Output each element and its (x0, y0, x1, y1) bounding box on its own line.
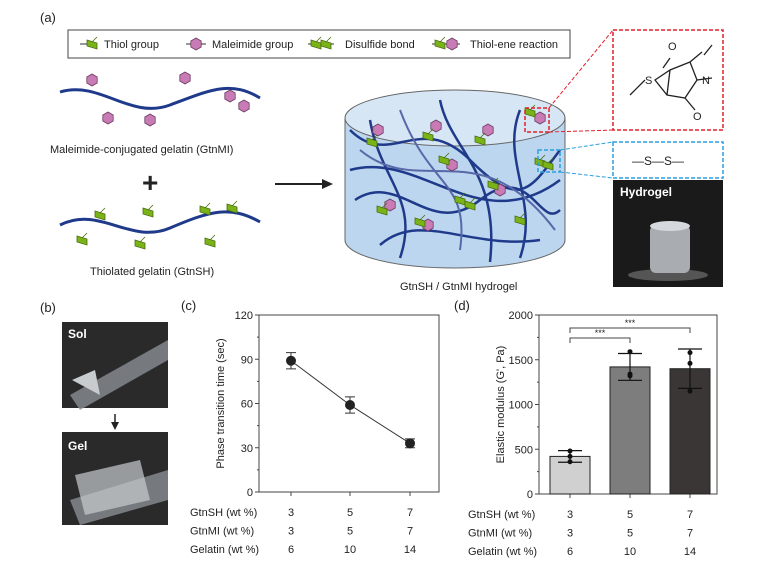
row-value: 5 (347, 526, 353, 538)
panel-label-b: (b) (40, 300, 56, 315)
row-value: 6 (288, 544, 294, 556)
replicate-point (627, 349, 633, 355)
panel-label-a: (a) (40, 10, 56, 25)
row-value: 7 (407, 507, 413, 519)
bar (669, 368, 711, 495)
hydrogel-photo: Hydrogel (613, 180, 723, 287)
significance-bracket (569, 337, 631, 343)
gtnmi-chain (59, 86, 261, 110)
legend-thiol-ene: Thiol-ene reaction (432, 36, 558, 51)
replicate-point (567, 453, 573, 459)
replicate-point (627, 373, 633, 379)
significance-label: *** (625, 318, 636, 328)
row-label: GtnMI (wt %) (468, 528, 532, 540)
y-tick-label: 1000 (509, 400, 533, 412)
row-value: 7 (407, 526, 413, 538)
oxygen-atom: O (693, 111, 702, 123)
disulfide-structure-box (612, 141, 724, 179)
legend-disulfide: Disulfide bond (308, 36, 415, 51)
row-value: 10 (344, 544, 356, 556)
maleimide-icon (190, 37, 202, 51)
row-label: Gelatin (wt %) (468, 546, 537, 558)
significance-label: *** (595, 328, 606, 338)
gtnsh-label: Thiolated gelatin (GtnSH) (90, 266, 214, 278)
data-point (345, 399, 355, 410)
row-value: 3 (567, 528, 573, 540)
data-point (286, 355, 296, 366)
sol-photo: Sol (62, 322, 168, 410)
significance-bracket (569, 327, 691, 333)
replicate-point (567, 448, 573, 454)
legend-maleimide: Maleimide group (186, 37, 293, 51)
row-value: 5 (627, 528, 633, 540)
hydrogel-photo-label: Hydrogel (620, 185, 672, 199)
gel-photo: Gel (62, 432, 168, 525)
plus-sign: + (142, 167, 158, 198)
legend-thiol: Thiol group (80, 36, 159, 51)
panel-label-d: (d) (454, 298, 470, 313)
gtnmi-label: Maleimide-conjugated gelatin (GtnMI) (50, 144, 233, 156)
oxygen-atom: O (668, 41, 677, 53)
y-tick-label: 0 (247, 487, 253, 499)
legend-label: Thiol group (104, 39, 159, 51)
legend-label: Maleimide group (212, 39, 293, 51)
legend-label: Disulfide bond (345, 39, 415, 51)
y-axis-label: Phase transition time (sec) (215, 338, 227, 468)
legend-label: Thiol-ene reaction (470, 39, 558, 51)
disulfide-structure: —S—S— (632, 154, 684, 168)
thioether-highlight (524, 107, 550, 133)
row-value: 5 (347, 507, 353, 519)
disulfide-highlight (537, 149, 561, 173)
row-value: 3 (288, 507, 294, 519)
error-bar (678, 348, 702, 389)
gel-label: Gel (68, 439, 87, 453)
hydrogel-cylinder (344, 89, 566, 269)
replicate-point (687, 388, 693, 394)
replicate-point (687, 350, 693, 356)
gtnsh-chain (59, 210, 261, 234)
thioether-structure-box (612, 29, 724, 131)
arrow-head-icon (322, 179, 333, 189)
y-tick-label: 500 (515, 444, 533, 456)
row-value: 7 (687, 509, 693, 521)
bar (609, 366, 651, 495)
row-value: 3 (288, 526, 294, 538)
row-value: 7 (687, 528, 693, 540)
y-tick-label: 1500 (509, 355, 533, 367)
panel-label-c: (c) (181, 298, 196, 313)
replicate-point (567, 459, 573, 465)
row-value: 14 (404, 544, 416, 556)
y-tick-label: 2000 (509, 310, 533, 322)
row-label: GtnSH (wt %) (468, 509, 535, 521)
row-value: 10 (624, 546, 636, 558)
row-value: 6 (567, 546, 573, 558)
y-tick-label: 0 (527, 489, 533, 501)
replicate-point (687, 360, 693, 366)
row-value: 5 (627, 509, 633, 521)
y-tick-label: 90 (241, 354, 253, 366)
row-label: Gelatin (wt %) (190, 544, 259, 556)
row-label: GtnMI (wt %) (190, 526, 254, 538)
thiol-ene-icon-part (446, 37, 458, 51)
sol-label: Sol (68, 327, 87, 341)
thioether-structure (629, 44, 713, 111)
arrow-head-icon (111, 422, 119, 430)
y-tick-label: 30 (241, 443, 253, 455)
data-point (405, 438, 415, 449)
sulfur-atom: S (645, 75, 652, 87)
hydrogel-label: GtnSH / GtnMI hydrogel (400, 281, 517, 293)
y-tick-label: 120 (235, 310, 253, 322)
row-value: 14 (684, 546, 696, 558)
row-label: GtnSH (wt %) (190, 507, 257, 519)
row-value: 3 (567, 509, 573, 521)
y-tick-label: 60 (241, 399, 253, 411)
y-axis-label: Elastic modulus (G', Pa) (495, 346, 507, 464)
nitrogen-atom: N (702, 75, 710, 87)
